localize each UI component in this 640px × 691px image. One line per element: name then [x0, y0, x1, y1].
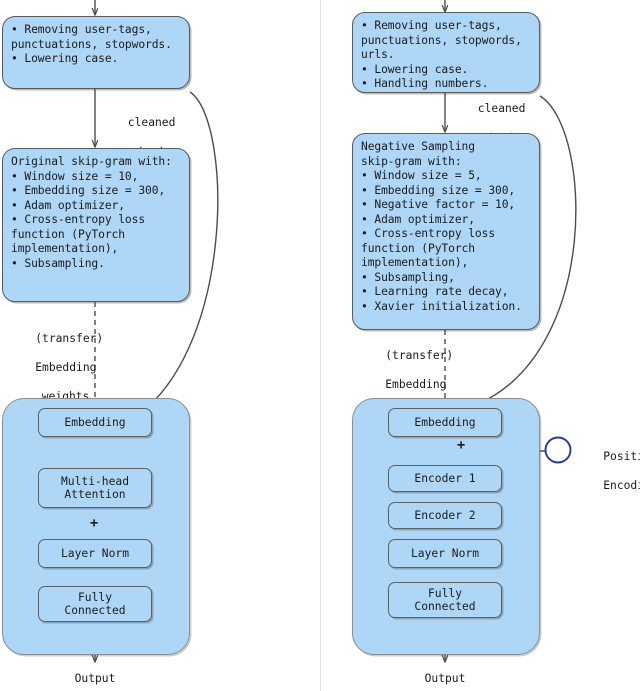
- positional-encoding-circle: [544, 436, 572, 464]
- right-negative-sampling-text: Negative Sampling skip-gram with: • Wind…: [361, 140, 522, 314]
- right-node-embedding[interactable]: Embedding: [388, 408, 502, 437]
- left-preprocessing-text: • Removing user-tags, punctuations, stop…: [11, 23, 172, 66]
- left-transfer-label: (transfer) Embedding weights: [8, 318, 103, 419]
- right-cleaned-line1: cleaned: [477, 102, 526, 116]
- left-skipgram-text: Original skip-gram with: • Window size =…: [11, 155, 172, 270]
- right-transfer-line2: Embedding: [385, 378, 447, 392]
- left-node-multi-head-attention[interactable]: Multi-head Attention: [38, 468, 152, 508]
- left-output-label: Output: [74, 672, 116, 685]
- right-transfer-line1: (transfer): [385, 349, 454, 363]
- left-preprocessing-box[interactable]: • Removing user-tags, punctuations, stop…: [2, 16, 190, 89]
- positional-encoding-line1: Positional: [603, 450, 640, 464]
- right-positional-plus: +: [457, 437, 466, 453]
- right-preprocessing-text: • Removing user-tags, punctuations, stop…: [361, 19, 522, 91]
- right-node-fully-connected[interactable]: Fully Connected: [388, 582, 502, 618]
- left-node-layer-norm[interactable]: Layer Norm: [38, 539, 152, 568]
- column-divider: [320, 0, 321, 691]
- positional-encoding-line2: Encoding: [603, 479, 640, 493]
- right-output-label: Output: [424, 672, 466, 685]
- right-preprocessing-box[interactable]: • Removing user-tags, punctuations, stop…: [352, 12, 540, 93]
- right-node-encoder-2[interactable]: Encoder 2: [388, 502, 502, 529]
- left-residual-plus: +: [90, 515, 99, 531]
- left-transfer-line1: (transfer): [35, 332, 104, 346]
- right-node-layer-norm[interactable]: Layer Norm: [388, 539, 502, 568]
- left-transfer-line2: Embedding: [35, 361, 97, 375]
- left-node-embedding[interactable]: Embedding: [38, 408, 152, 437]
- positional-encoding-label: Positional Encoding: [576, 436, 640, 508]
- right-node-encoder-1[interactable]: Encoder 1: [388, 465, 502, 492]
- left-skipgram-box[interactable]: Original skip-gram with: • Window size =…: [2, 148, 190, 302]
- left-cleaned-line1: cleaned: [127, 116, 176, 130]
- right-negative-sampling-box[interactable]: Negative Sampling skip-gram with: • Wind…: [352, 133, 540, 330]
- left-node-fully-connected[interactable]: Fully Connected: [38, 586, 152, 622]
